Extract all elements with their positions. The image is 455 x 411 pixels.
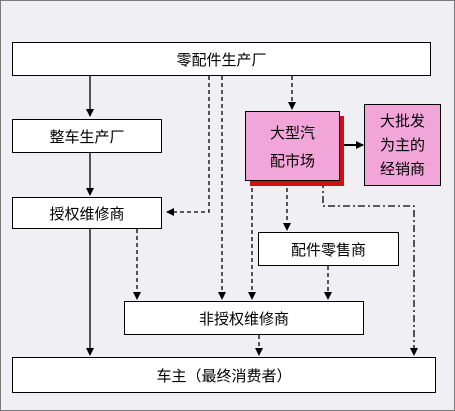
parts-market-box: 大型汽 配市场 (245, 111, 340, 181)
parts-market-label-line2: 配市场 (269, 152, 315, 170)
car-owner-label: 车主（最终消费者） (156, 366, 292, 385)
parts-retailer-label: 配件零售商 (290, 240, 366, 259)
vehicle-factory-box: 整车生产厂 (12, 119, 162, 153)
parts-factory-label: 零配件生产厂 (176, 50, 267, 69)
arrow-parts-factory-to-authorized-repair (166, 76, 210, 216)
wholesale-dealer-label-line1: 大批发 (379, 112, 425, 130)
vehicle-factory-label: 整车生产厂 (49, 127, 125, 146)
arrow-parts-market-to-car-owner (322, 181, 418, 356)
wholesale-dealer-label-line2: 为主的 (379, 136, 425, 154)
unauthorized-repair-label: 非授权维修商 (198, 309, 289, 328)
parts-factory-box: 零配件生产厂 (12, 42, 431, 76)
authorized-repair-box: 授权维修商 (12, 197, 162, 229)
car-owner-box: 车主（最终消费者） (12, 357, 436, 393)
parts-retailer-box: 配件零售商 (258, 232, 399, 266)
wholesale-dealer-label-line3: 经销商 (379, 160, 425, 178)
wholesale-dealer-box: 大批发 为主的 经销商 (364, 104, 441, 186)
authorized-repair-label: 授权维修商 (49, 204, 125, 223)
unauthorized-repair-box: 非授权维修商 (124, 301, 364, 335)
parts-market-label-line1: 大型汽 (269, 124, 315, 142)
